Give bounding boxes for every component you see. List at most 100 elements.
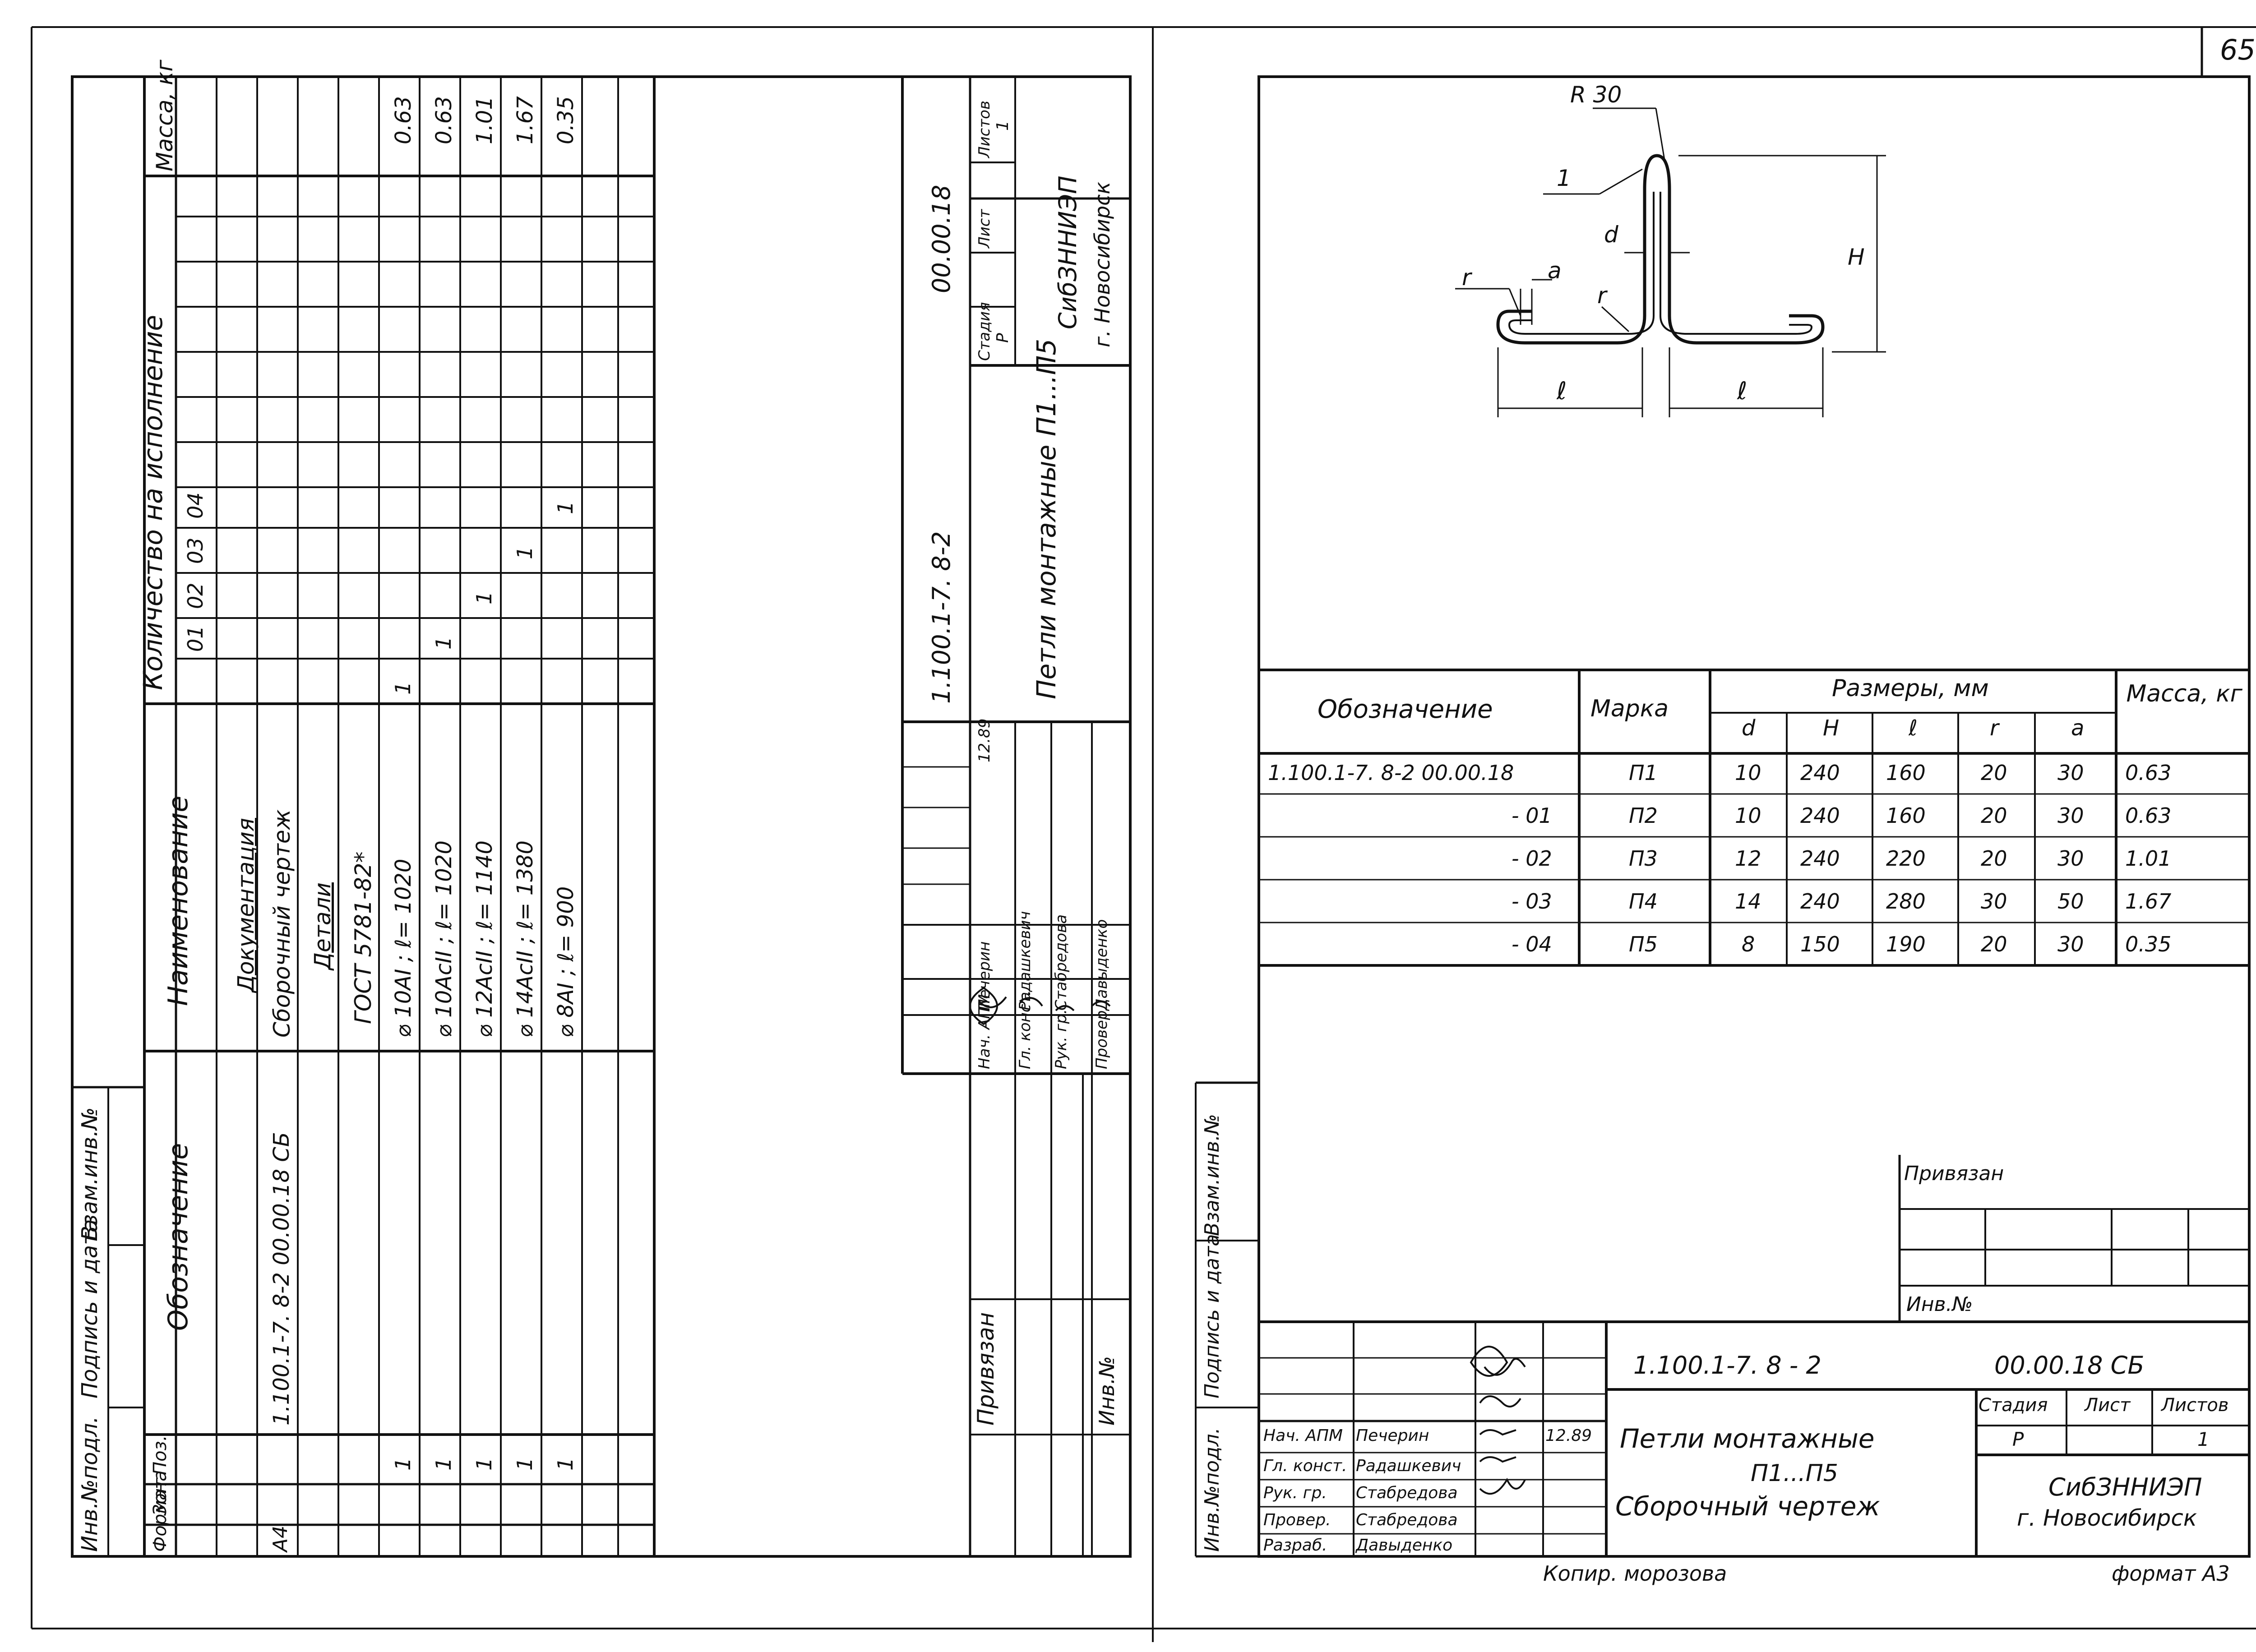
tbl-row-2-mark: П3 bbox=[1629, 846, 1658, 871]
tbl-row-2-designation: - 02 bbox=[1512, 846, 1552, 871]
spec-row-pos-5: 1 bbox=[553, 1457, 578, 1471]
right-tb-role-1: Гл. конст. bbox=[1263, 1457, 1347, 1475]
dimension-lines bbox=[1455, 107, 1886, 417]
tbl-row-0-a: 30 bbox=[2057, 761, 2084, 785]
label-r1: r bbox=[1462, 264, 1471, 291]
tbl-row-2-a: 30 bbox=[2057, 846, 2084, 871]
right-tb-name-3: Стабредова bbox=[1356, 1511, 1458, 1529]
spec-row-gost: ГОСТ 5781-82* bbox=[350, 851, 376, 1024]
right-tb-stage: Р bbox=[2012, 1428, 2024, 1450]
left-privyazan: Привязан bbox=[973, 1312, 999, 1426]
tbl-hdr-dim-r: r bbox=[1990, 715, 1999, 741]
tbl-row-3-a: 50 bbox=[2057, 889, 2084, 914]
left-tb-stage: Р bbox=[994, 333, 1012, 343]
left-tb-code-right: 00.00.18 bbox=[927, 185, 956, 293]
tbl-row-1-l: 160 bbox=[1886, 803, 1926, 828]
left-tb-sheets-label: Листов bbox=[975, 100, 994, 158]
left-tb-role-2: Рук. гр. bbox=[1052, 1009, 1070, 1069]
left-tb-sheets: 1 bbox=[994, 120, 1012, 131]
right-tb-sheets: 1 bbox=[2197, 1428, 2210, 1450]
right-tb-code: 1.100.1-7. 8 - 2 bbox=[1633, 1351, 1821, 1380]
right-inv: Инв.№ bbox=[1906, 1293, 1973, 1316]
tbl-row-3-mass: 1.67 bbox=[2125, 889, 2172, 914]
label-part-1: 1 bbox=[1557, 165, 1571, 191]
label-l-left: ℓ bbox=[1557, 377, 1567, 405]
tbl-row-1-r: 20 bbox=[1981, 803, 2007, 828]
hdr-qty-03: 03 bbox=[183, 537, 208, 564]
label-d: d bbox=[1604, 221, 1618, 248]
tbl-row-4-mark: П5 bbox=[1629, 932, 1658, 956]
tbl-row-4-designation: - 04 bbox=[1512, 932, 1552, 956]
right-tb-role-4: Разраб. bbox=[1263, 1536, 1327, 1555]
left-tb-sheet-label: Лист bbox=[975, 209, 994, 248]
tbl-row-1-a: 30 bbox=[2057, 803, 2084, 828]
hdr-pos: Поз. bbox=[150, 1435, 171, 1475]
right-tb-code-right: 00.00.18 СБ bbox=[1994, 1351, 2145, 1380]
tbl-hdr-dim-a: a bbox=[2071, 715, 2085, 741]
left-tb-role-3: Провер. bbox=[1093, 1005, 1111, 1069]
label-h: H bbox=[1848, 244, 1865, 270]
tbl-row-3-r: 30 bbox=[1981, 889, 2007, 914]
tbl-row-2-h: 240 bbox=[1800, 846, 1840, 871]
right-tb-name-4: Давыденко bbox=[1356, 1536, 1453, 1555]
tbl-row-1-designation: - 01 bbox=[1512, 803, 1552, 828]
tbl-row-4-r: 20 bbox=[1981, 932, 2007, 956]
tbl-row-3-mark: П4 bbox=[1629, 889, 1658, 914]
tbl-row-4-l: 190 bbox=[1886, 932, 1926, 956]
label-radius: R 30 bbox=[1570, 82, 1622, 108]
hdr-qty: Количество на исполнение bbox=[138, 314, 168, 690]
spec-row-documentation: Документация bbox=[233, 818, 259, 992]
left-stamp-inv: Инв.№подл. bbox=[77, 1416, 102, 1552]
tbl-row-0-mark: П1 bbox=[1629, 761, 1658, 785]
left-inv: Инв.№ bbox=[1095, 1356, 1119, 1426]
tbl-row-4-h: 150 bbox=[1800, 932, 1840, 956]
spec-row-name-2: ⌀ 10АсII ; ℓ= 1020 bbox=[431, 840, 457, 1038]
tbl-hdr-mass: Масса, кг bbox=[2126, 680, 2242, 707]
tbl-row-3-d: 14 bbox=[1735, 889, 1761, 914]
left-tb-title: Петли монтажные П1...П5 bbox=[1031, 338, 1062, 699]
spec-row-mass-1: 0.63 bbox=[391, 96, 416, 144]
label-l-right: ℓ bbox=[1737, 377, 1747, 405]
spec-row-mass-4: 1.67 bbox=[513, 96, 538, 144]
left-tb-name-2: Стабредова bbox=[1052, 914, 1070, 1011]
tbl-hdr-designation: Обозначение bbox=[1318, 695, 1493, 724]
right-tb-title-1: Петли монтажные bbox=[1620, 1423, 1875, 1454]
left-tb-city: г. Новосибирск bbox=[1090, 181, 1114, 347]
spec-row-mass-5: 0.35 bbox=[553, 96, 578, 144]
label-a: a bbox=[1548, 258, 1562, 284]
right-tb-role-0: Нач. АПМ bbox=[1263, 1426, 1343, 1445]
tbl-row-4-mass: 0.35 bbox=[2125, 932, 2172, 956]
right-tb-name-1: Радашкевич bbox=[1356, 1457, 1461, 1475]
loop-drawing bbox=[1496, 154, 1825, 345]
tbl-hdr-dim-d: d bbox=[1742, 715, 1756, 741]
hdr-designation: Обозначение bbox=[162, 1143, 194, 1331]
right-tb-title-3: Сборочный чертеж bbox=[1615, 1491, 1880, 1522]
left-tb-date: 12.89 bbox=[975, 718, 994, 762]
tbl-row-1-mass: 0.63 bbox=[2125, 803, 2172, 828]
tbl-row-0-d: 10 bbox=[1735, 761, 1761, 785]
tbl-row-1-d: 10 bbox=[1735, 803, 1761, 828]
right-stamp-replace: Взам.инв.№ bbox=[1201, 1114, 1224, 1236]
left-tb-name-4: Давыденко bbox=[1093, 919, 1111, 1011]
left-stamp-sign: Подпись и дата bbox=[77, 1219, 102, 1398]
spec-row-format-a4: А4 bbox=[269, 1525, 292, 1552]
spec-row-pos-1: 1 bbox=[391, 1457, 415, 1471]
tbl-hdr-mark: Марка bbox=[1590, 695, 1669, 722]
spec-row-name-3: ⌀ 12АсII ; ℓ= 1140 bbox=[472, 840, 497, 1038]
spec-row-pos-4: 1 bbox=[513, 1457, 537, 1471]
tbl-row-4-a: 30 bbox=[2057, 932, 2084, 956]
tbl-row-3-h: 240 bbox=[1800, 889, 1840, 914]
copied-by: Копир. морозова bbox=[1543, 1561, 1727, 1586]
right-tb-city: г. Новосибирск bbox=[2017, 1505, 2197, 1531]
tbl-row-0-mass: 0.63 bbox=[2125, 761, 2172, 785]
hdr-name: Наименование bbox=[162, 795, 194, 1006]
tbl-row-4-d: 8 bbox=[1742, 932, 1755, 956]
spec-row-qty-4: 1 bbox=[513, 546, 537, 559]
hdr-mass: Масса, кг bbox=[152, 60, 178, 171]
hdr-qty-04: 04 bbox=[183, 492, 208, 519]
spec-row-name-4: ⌀ 14АсII ; ℓ= 1380 bbox=[513, 840, 538, 1038]
hdr-qty-01: 01 bbox=[183, 625, 208, 652]
left-tb-code: 1.100.1-7. 8-2 bbox=[927, 531, 956, 704]
spec-row-name-5: ⌀ 8АI ; ℓ= 900 bbox=[553, 886, 578, 1038]
right-stamp-inv: Инв.№подл. bbox=[1201, 1427, 1224, 1552]
